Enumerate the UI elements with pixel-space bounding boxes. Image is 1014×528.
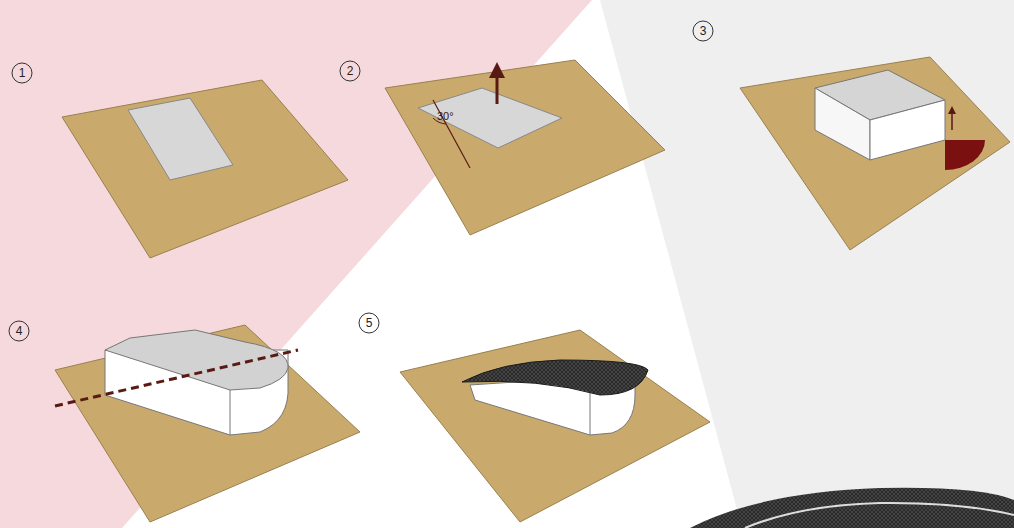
callout-number: 2 <box>347 64 354 78</box>
rotated-footprint <box>418 88 562 148</box>
lift-arrow <box>496 74 499 104</box>
callout-circle <box>340 61 360 81</box>
lift-arrowhead <box>489 62 505 78</box>
callout-circle <box>12 63 32 83</box>
box-side <box>870 100 945 160</box>
callout-number: 4 <box>16 324 23 338</box>
footprint <box>128 98 233 180</box>
callout-circles <box>9 21 713 341</box>
callout-circle <box>693 21 713 41</box>
roof-edge <box>745 503 1014 528</box>
callout-number: 3 <box>700 24 707 38</box>
callout-number: 1 <box>19 66 26 80</box>
mass-edge <box>230 390 231 435</box>
roof-shell <box>462 360 648 395</box>
angle-label: 30° <box>437 109 454 123</box>
callout-number: 5 <box>366 316 373 330</box>
site-plate <box>385 60 665 235</box>
mass-edge <box>590 392 591 435</box>
roof-fragment <box>690 488 1014 528</box>
lift-arrowhead <box>948 106 956 114</box>
site-plate <box>740 57 1010 250</box>
lift-arrow <box>951 112 953 130</box>
grey-band <box>600 0 1014 528</box>
cut-line <box>55 350 298 406</box>
box-front <box>815 88 870 160</box>
rotation-sweep <box>945 140 985 170</box>
callout-circle <box>9 321 29 341</box>
site-plate <box>400 330 710 522</box>
angle-line <box>433 100 470 168</box>
callout-circle <box>359 313 379 333</box>
site-plate <box>55 325 360 522</box>
site-plate <box>62 80 348 258</box>
